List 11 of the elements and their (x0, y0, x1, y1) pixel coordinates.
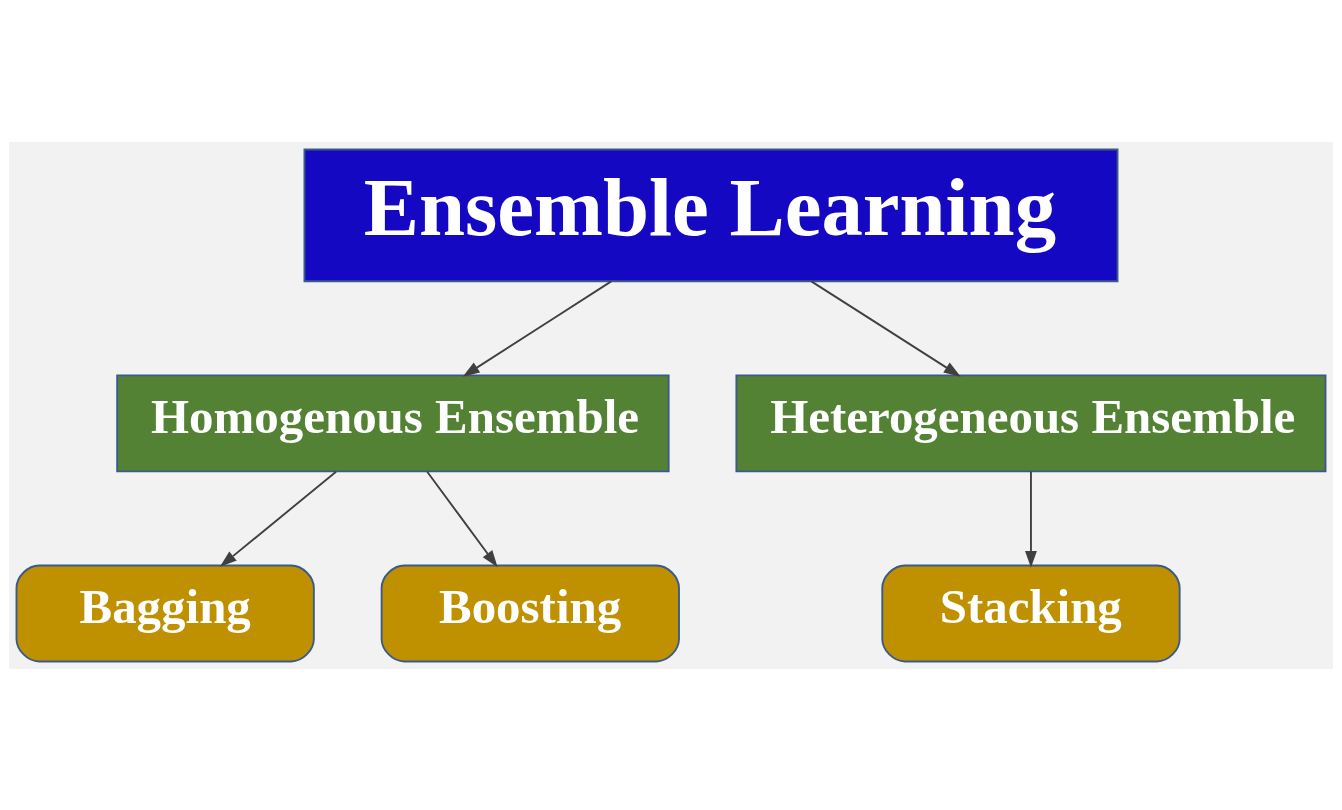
node-box: Heterogeneous Ensemble (735, 373, 1327, 472)
arrow (426, 470, 498, 567)
node-box: Ensemble Learning (303, 148, 1119, 282)
arrow (810, 279, 961, 377)
arrow (219, 470, 337, 567)
arrow (462, 279, 613, 377)
node-box: Stacking (881, 564, 1181, 662)
node-box: Homogenous Ensemble (116, 373, 670, 472)
node-box: Boosting (380, 564, 680, 662)
arrow (1025, 470, 1037, 568)
node-box: Bagging (15, 564, 315, 662)
